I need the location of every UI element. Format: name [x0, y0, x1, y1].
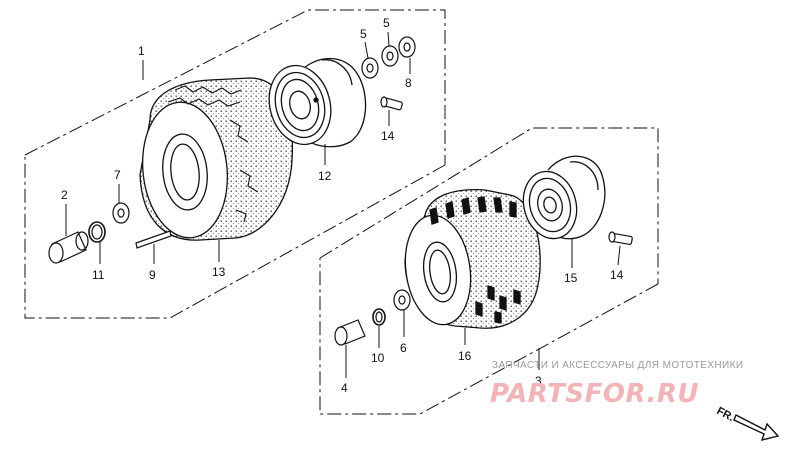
callout-11: 11 [92, 268, 105, 282]
callout-14b: 14 [610, 268, 624, 282]
callout-12: 12 [318, 169, 332, 183]
callout-7: 7 [114, 168, 121, 182]
callout-labels: 1 2 3 4 5 5 6 7 8 9 10 11 12 13 14 14 15… [61, 16, 624, 395]
callout-14a: 14 [381, 129, 395, 143]
rear-assembly-frame [24, 9, 446, 319]
watermark: ЗАПЧАСТИ И АКСЕССУАРЫ ДЛЯ МОТОТЕХНИКИ PA… [490, 360, 743, 409]
rear-small-parts [48, 202, 172, 264]
front-small-parts [334, 289, 411, 346]
callout-1: 1 [138, 44, 145, 58]
direction-indicator: FR. [715, 405, 780, 441]
callout-3: 3 [535, 374, 542, 388]
callout-5b: 5 [383, 16, 390, 30]
callout-16: 16 [458, 349, 472, 363]
front-arrow-icon [733, 414, 780, 441]
callout-13: 13 [212, 265, 226, 279]
callout-6: 6 [400, 341, 407, 355]
front-tire [404, 189, 541, 329]
direction-label: FR. [715, 405, 736, 424]
callout-9: 9 [149, 268, 156, 282]
front-valve [608, 231, 633, 245]
watermark-logo: PARTSFOR.RU [490, 379, 699, 409]
rear-rim [268, 58, 367, 148]
front-rim [522, 155, 606, 240]
leader-lines [65, 31, 621, 378]
rear-valve [380, 96, 403, 111]
callout-10: 10 [371, 351, 385, 365]
callout-5a: 5 [360, 27, 367, 41]
callout-2: 2 [61, 188, 68, 202]
callout-8: 8 [405, 76, 412, 90]
watermark-subtitle: ЗАПЧАСТИ И АКСЕССУАРЫ ДЛЯ МОТОТЕХНИКИ [492, 360, 743, 371]
callout-15: 15 [564, 271, 578, 285]
callout-4: 4 [341, 381, 348, 395]
rear-washers [361, 36, 416, 79]
